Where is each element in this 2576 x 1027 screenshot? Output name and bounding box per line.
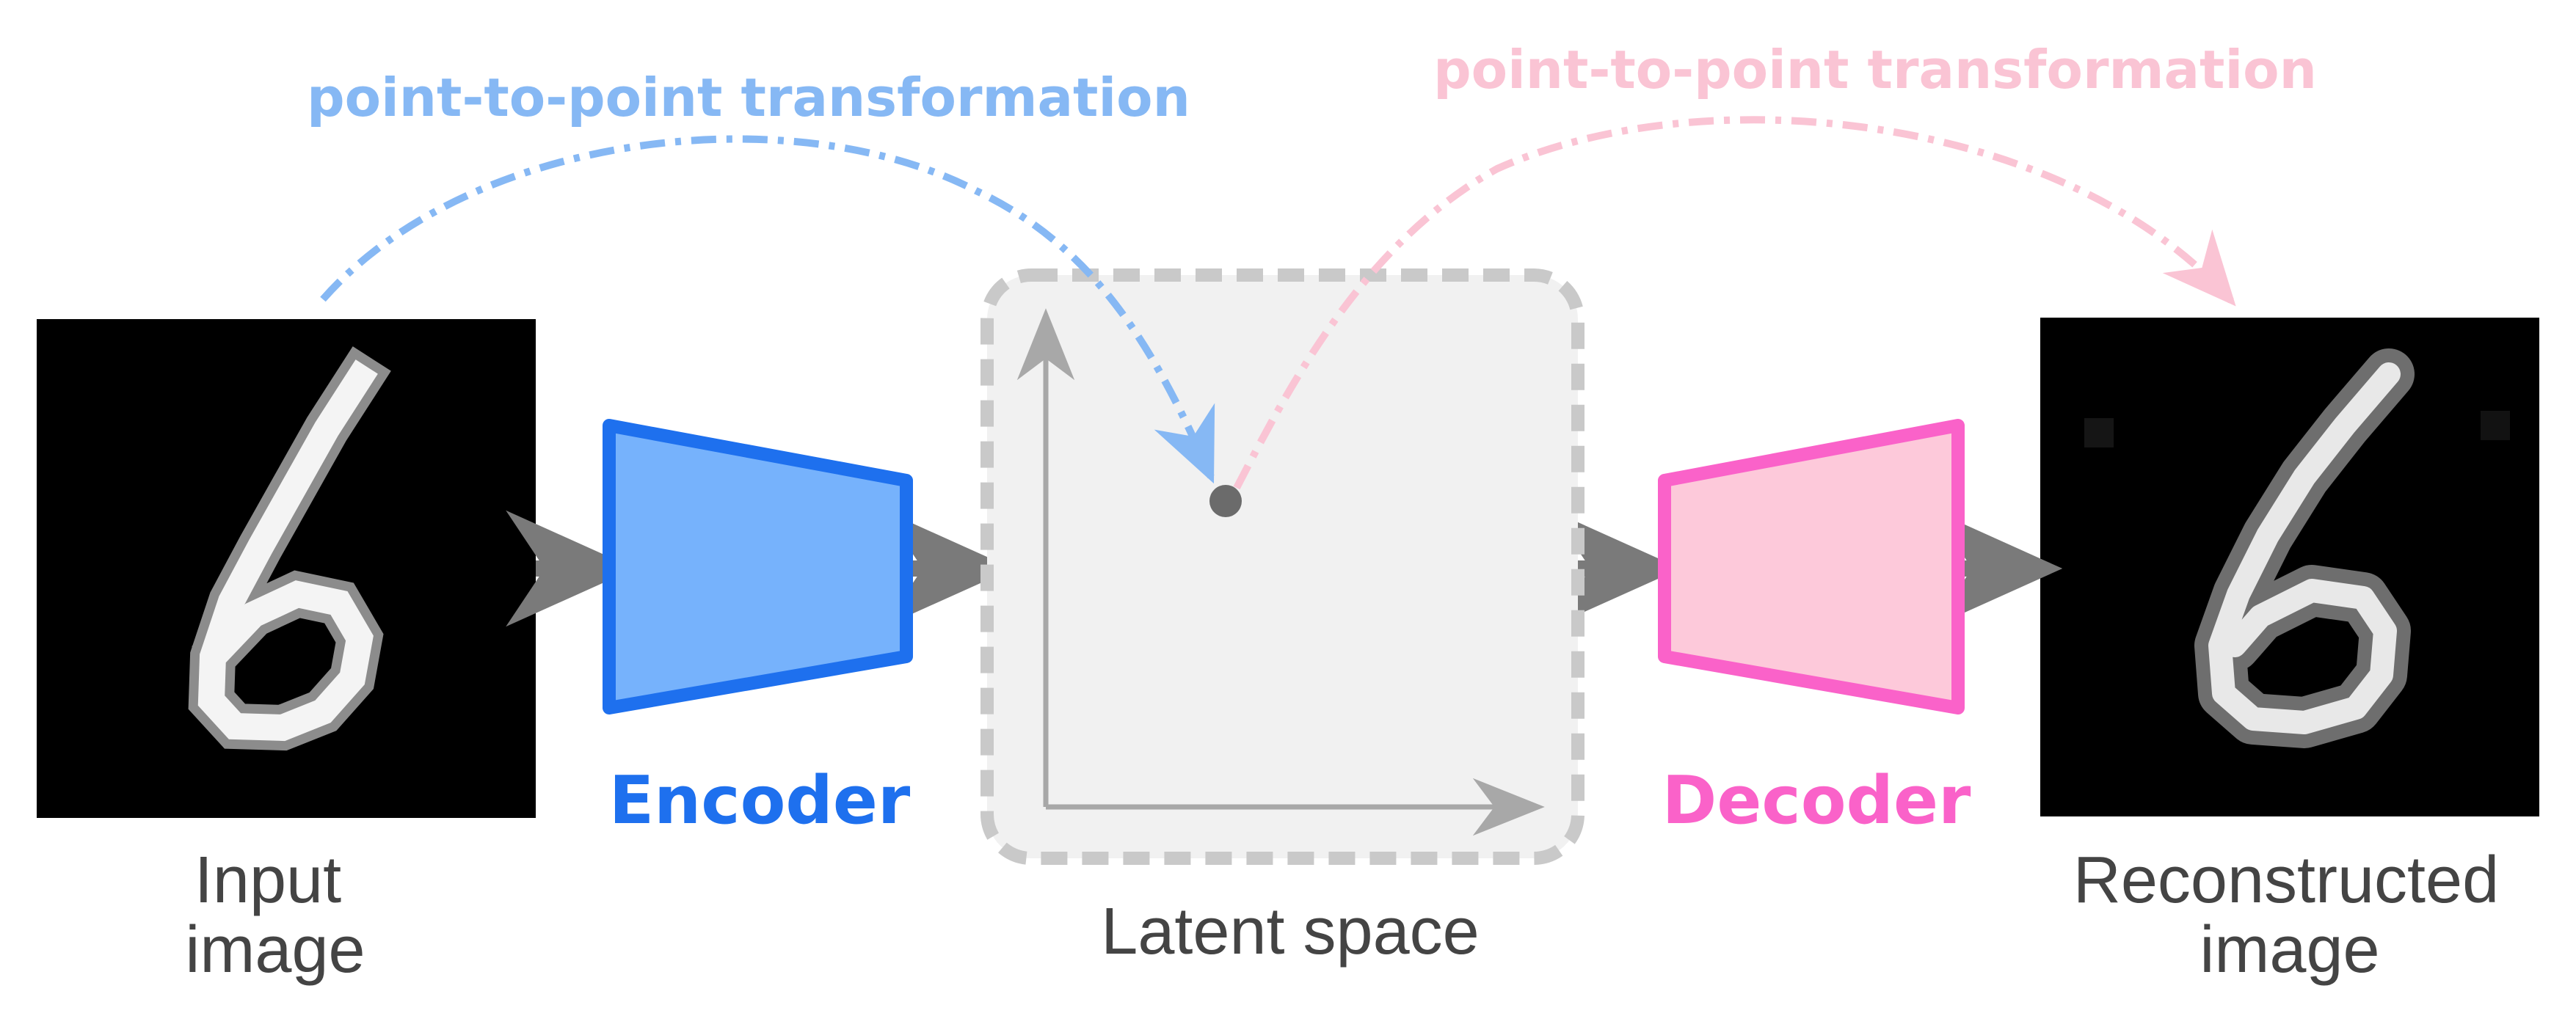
digit-6-icon bbox=[188, 346, 391, 751]
encoder-label: Encoder bbox=[609, 762, 911, 839]
digit-6-icon bbox=[2084, 348, 2510, 748]
output-caption-line1: Reconstructed bbox=[2073, 844, 2499, 917]
input-image bbox=[37, 319, 536, 818]
input-caption-line2: image bbox=[185, 913, 365, 987]
transform-label-right: point-to-point transformation bbox=[1433, 39, 2317, 100]
reconstructed-image bbox=[2040, 318, 2539, 816]
transform-curve-pink bbox=[1233, 116, 2236, 490]
decoder-block bbox=[1658, 419, 1965, 714]
latent-point bbox=[1209, 485, 1242, 517]
transform-curve-blue bbox=[320, 135, 1215, 484]
latent-space-label: Latent space bbox=[1101, 895, 1479, 968]
output-caption-line2: image bbox=[2200, 913, 2379, 987]
decoder-label: Decoder bbox=[1662, 762, 1971, 839]
transform-label-left: point-to-point transformation bbox=[307, 67, 1190, 128]
latent-space-box bbox=[980, 268, 1584, 865]
input-caption-line1: Input bbox=[194, 844, 341, 917]
encoder-block bbox=[603, 419, 913, 714]
